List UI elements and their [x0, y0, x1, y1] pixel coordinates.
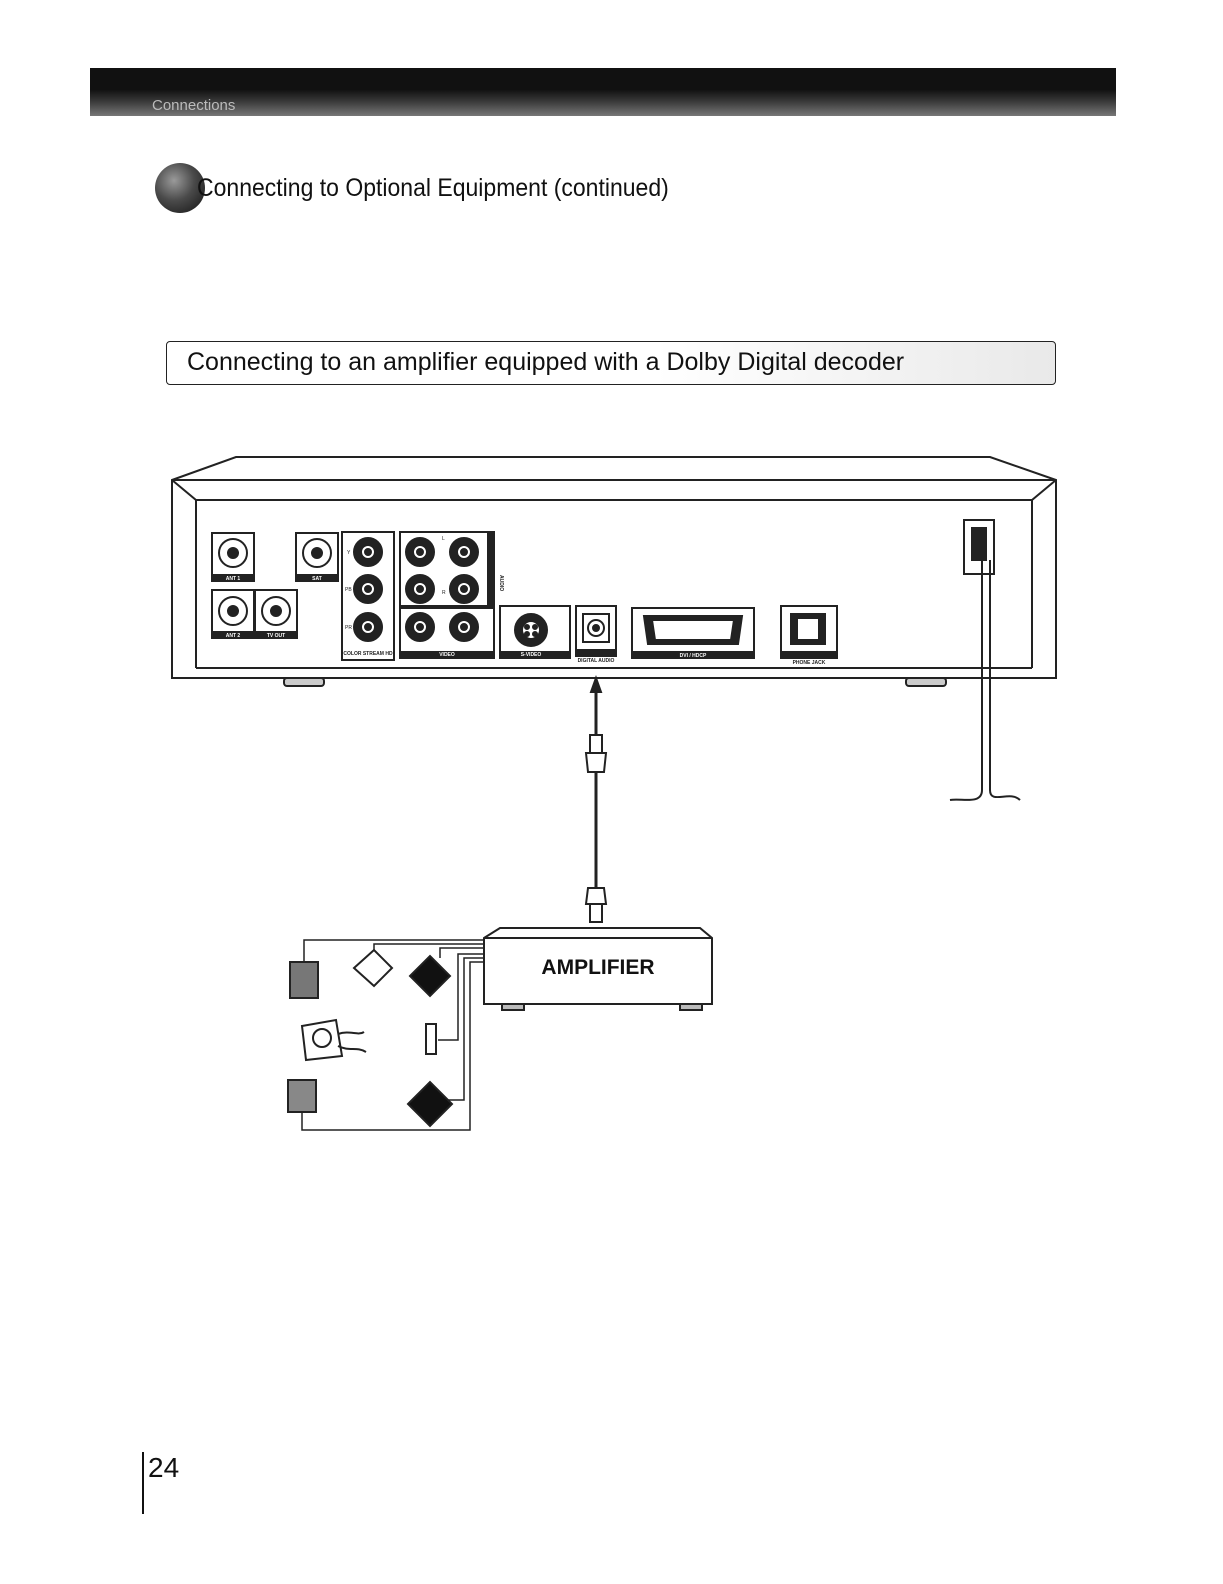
label-audio-l: L: [442, 536, 445, 542]
label-digital-audio: DIGITAL AUDIO: [578, 658, 615, 664]
svideo-jack: [500, 606, 570, 658]
label-component-pr: PR: [345, 625, 352, 631]
label-audio: AUDIO: [498, 575, 504, 591]
label-audio-r: R: [442, 590, 446, 596]
label-phone-jack: PHONE JACK: [793, 660, 826, 666]
label-ant-in: ANT 1: [226, 576, 241, 582]
label-component-pb: PB: [345, 587, 352, 593]
label-color-stream: COLOR STREAM HD: [343, 651, 393, 657]
label-ant-out: ANT 2: [226, 633, 241, 639]
phone-jack: [781, 606, 837, 658]
label-sat: SAT: [312, 576, 322, 582]
audio-video-jacks: [400, 532, 494, 658]
label-dvi: DVI / HDCP: [680, 653, 707, 659]
digital-audio-jack: [576, 606, 616, 656]
label-svideo: S-VIDEO: [521, 652, 542, 658]
amplifier-label: AMPLIFIER: [484, 956, 712, 980]
section-title: Connecting to Optional Equipment (contin…: [197, 174, 669, 203]
page-number-rule: [142, 1452, 144, 1514]
page-number: 24: [148, 1452, 179, 1484]
label-tv-out: TV OUT: [267, 633, 285, 639]
listener-icon: [302, 1020, 366, 1060]
label-video: VIDEO: [439, 652, 455, 658]
dvi-jack: [632, 608, 754, 658]
optical-cable: [586, 678, 606, 922]
